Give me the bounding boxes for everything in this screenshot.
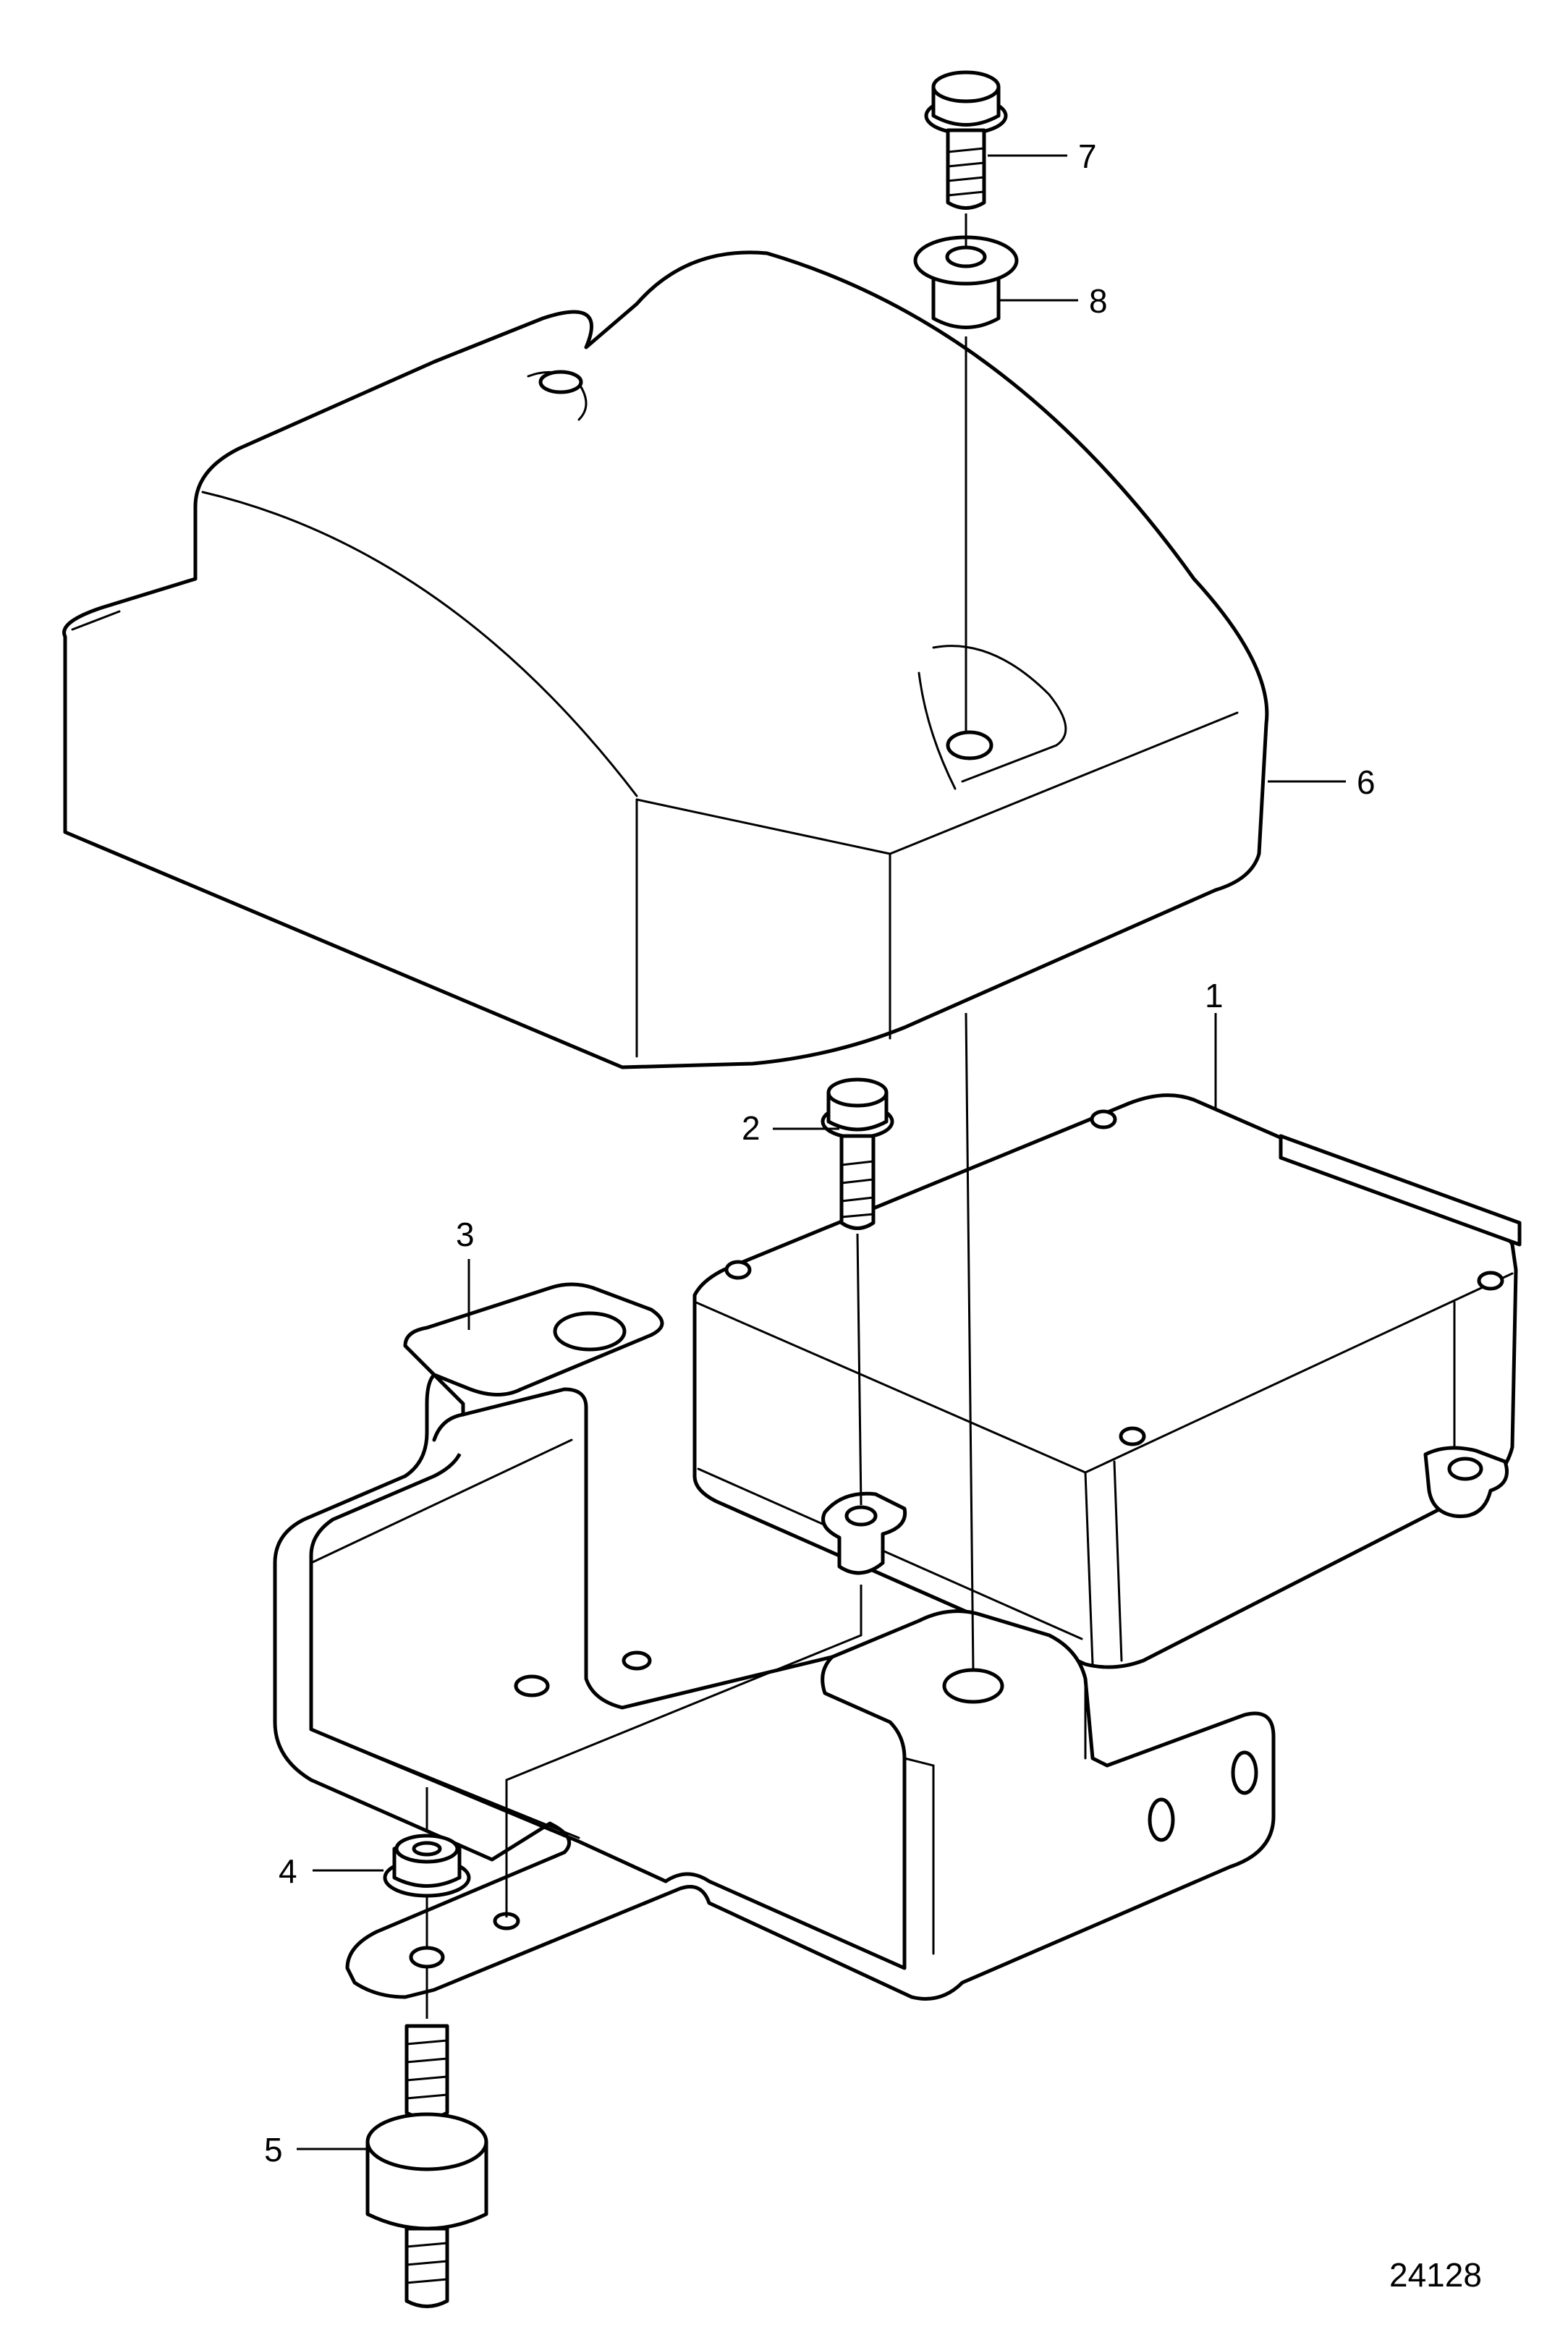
callout-1: 1 <box>1205 977 1224 1014</box>
callout-2: 2 <box>742 1109 760 1147</box>
cover <box>62 250 1269 1069</box>
callout-8: 8 <box>1089 282 1108 320</box>
spacer-bushing <box>913 235 1019 329</box>
control-unit-grommet <box>821 1491 907 1575</box>
callout-4: 4 <box>279 1852 297 1890</box>
assembly-axes <box>425 213 975 2019</box>
callout-7: 7 <box>1078 137 1097 175</box>
callout-3: 3 <box>456 1216 475 1253</box>
flange-nut <box>383 1834 471 1898</box>
rubber-mount <box>365 2024 488 2308</box>
callout-leaders <box>297 154 1346 2150</box>
callout-5: 5 <box>264 2131 283 2169</box>
control-unit <box>692 1093 1522 1669</box>
screw <box>821 1077 894 1230</box>
flange-screw-top <box>924 70 1008 210</box>
figure-number: 24128 <box>1389 2256 1482 2294</box>
bracket <box>273 1282 1276 2001</box>
callout-6: 6 <box>1357 763 1376 801</box>
